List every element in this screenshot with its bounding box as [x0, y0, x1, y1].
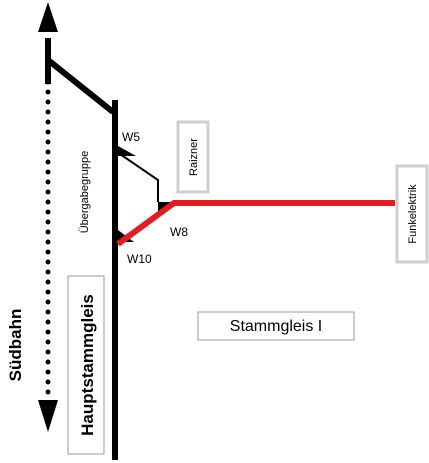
w5-siding — [116, 151, 159, 202]
switch-w5-marker — [118, 146, 136, 156]
arrow-down-head — [38, 400, 58, 432]
label-hauptstammgleis: Hauptstammgleis — [78, 294, 97, 436]
suedbahn-arrow — [38, 2, 58, 432]
red-siding — [116, 200, 395, 247]
label-w5: W5 — [122, 130, 140, 144]
label-raizner: Raizner — [188, 138, 200, 176]
label-w10: W10 — [127, 252, 152, 266]
label-stammgleis-1: Stammgleis I — [230, 318, 322, 335]
connecting-curve — [46, 57, 115, 115]
switch-w8-w10 — [116, 200, 395, 247]
label-funkelektrik: Funkelektrik — [407, 184, 419, 244]
switch-w5-branch — [116, 146, 159, 202]
stammgleis-1-box: Stammgleis I — [197, 311, 355, 341]
arrow-up-head — [38, 2, 58, 32]
funkelektrik-box: Funkelektrik — [395, 164, 429, 264]
label-w8: W8 — [170, 225, 188, 239]
label-uebergabegruppe: Übergabegruppe — [79, 151, 91, 234]
label-suedbahn: Südbahn — [6, 309, 25, 382]
raizner-box: Raizner — [176, 120, 210, 194]
hauptstammgleis-box: Hauptstammgleis — [67, 275, 105, 455]
main-track — [45, 38, 118, 460]
